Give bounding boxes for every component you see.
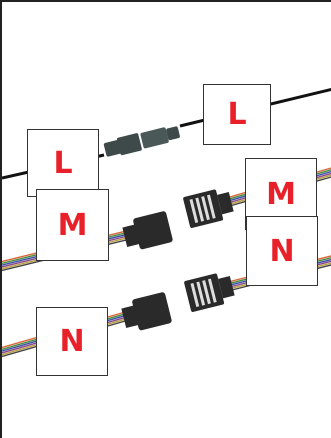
label-m-left: M — [36, 189, 109, 261]
multi-pin-housing-icon — [121, 292, 172, 331]
label-l-right: L — [203, 84, 271, 145]
label-text: M — [266, 176, 296, 212]
label-text: N — [269, 233, 295, 269]
label-n-left: N — [36, 307, 108, 376]
multi-pin-housing-icon — [122, 211, 173, 250]
label-text: L — [227, 97, 247, 132]
two-pin-connector-icon — [103, 126, 180, 157]
label-text: M — [57, 207, 88, 243]
label-text: L — [53, 145, 73, 181]
multi-pin-housing-icon — [184, 273, 235, 312]
label-l-left: L — [27, 129, 99, 197]
multi-pin-housing-icon — [183, 189, 234, 228]
label-text: N — [59, 324, 85, 359]
label-n-right: N — [246, 216, 318, 286]
